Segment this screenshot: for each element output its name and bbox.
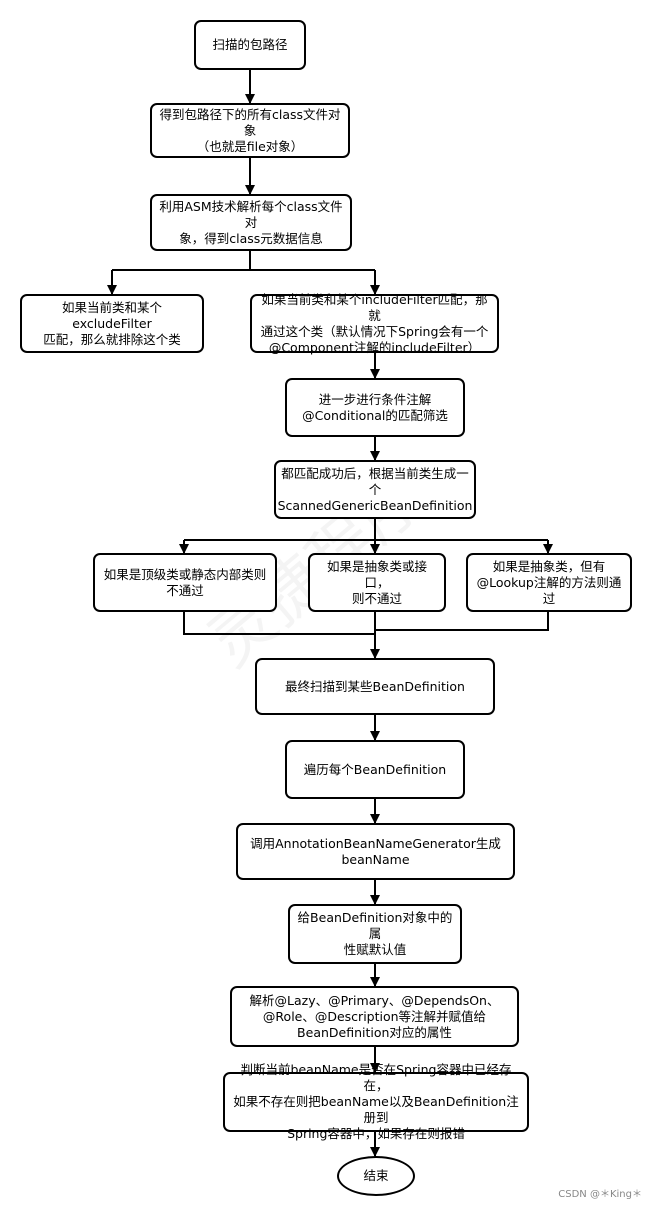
step-default-values: 给BeanDefinition对象中的属 性赋默认值	[288, 904, 462, 964]
step-abstract-interface: 如果是抽象类或接口， 则不通过	[308, 553, 446, 612]
step-register-bean: 判断当前beanName是否在Spring容器中已经存在， 如果不存在则把bea…	[223, 1062, 529, 1141]
footer-credit: CSDN @＊King＊	[558, 1189, 642, 1200]
step-top-level-class: 如果是顶级类或静态内部类则 不通过	[93, 553, 277, 612]
step-get-class-files: 得到包路径下的所有class文件对象 （也就是file对象）	[150, 103, 350, 158]
step-abstract-lookup: 如果是抽象类，但有 @Lookup注解的方法则通过	[466, 553, 632, 612]
merge-n10	[375, 612, 549, 631]
step-conditional: 进一步进行条件注解 @Conditional的匹配筛选	[285, 378, 465, 437]
step-include-filter: 如果当前类和某个includeFilter匹配，那就 通过这个类（默认情况下Sp…	[250, 292, 499, 355]
merge-n8	[183, 612, 375, 635]
step-asm-parse: 利用ASM技术解析每个class文件对 象，得到class元数据信息	[150, 194, 352, 251]
step-iterate-definitions: 遍历每个BeanDefinition	[285, 740, 465, 799]
step-generate-bean-name: 调用AnnotationBeanNameGenerator生成 beanName	[236, 823, 515, 880]
step-parse-annotations: 解析@Lazy、@Primary、@DependsOn、 @Role、@Desc…	[230, 986, 519, 1047]
step-final-scan: 最终扫描到某些BeanDefinition	[255, 658, 495, 715]
step-exclude-filter: 如果当前类和某个excludeFilter 匹配，那么就排除这个类	[20, 294, 204, 353]
step-generate-definition: 都匹配成功后，根据当前类生成一 个ScannedGenericBeanDefin…	[274, 460, 476, 519]
end-terminal: 结束	[337, 1156, 415, 1196]
step-scan-package: 扫描的包路径	[194, 20, 306, 70]
